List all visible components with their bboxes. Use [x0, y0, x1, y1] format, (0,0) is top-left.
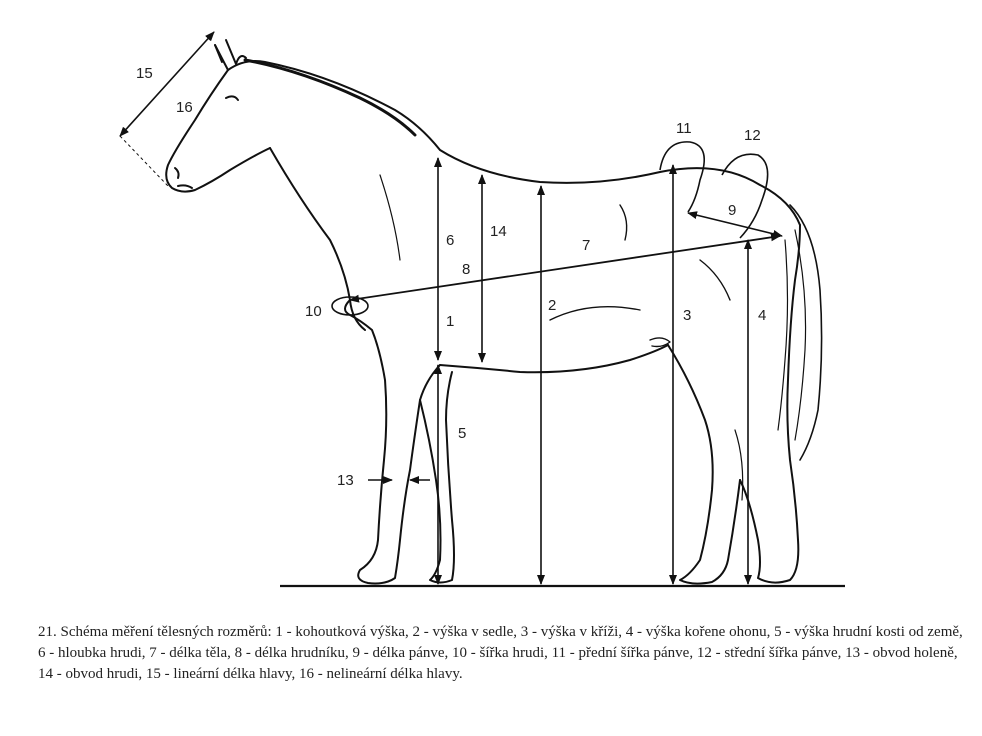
horse-measurement-diagram: 15 16 6 14 8 7 9 11 12 10 1 2 3 4 5 13: [0, 0, 982, 610]
label-11: 11: [676, 120, 692, 137]
label-12: 12: [744, 127, 761, 144]
label-9: 9: [728, 202, 736, 219]
measure-15-line: [120, 32, 214, 136]
measure-15-extension: [120, 136, 168, 186]
label-6: 6: [446, 232, 454, 249]
label-3: 3: [683, 307, 691, 324]
horse-outline: [166, 40, 821, 584]
label-14: 14: [490, 223, 507, 240]
label-2: 2: [548, 297, 556, 314]
label-1: 1: [446, 313, 454, 330]
figure-caption: 21. Schéma měření tělesných rozměrů: 1 -…: [38, 622, 968, 685]
label-4: 4: [758, 307, 766, 324]
label-16: 16: [176, 99, 193, 116]
label-5: 5: [458, 425, 466, 442]
label-8: 8: [462, 261, 470, 278]
measure-12-loop: [722, 154, 768, 238]
label-7: 7: [582, 237, 590, 254]
label-10: 10: [305, 303, 322, 320]
measure-7-line: [350, 236, 780, 300]
label-15: 15: [136, 65, 153, 82]
label-13: 13: [337, 472, 354, 489]
measure-11-loop: [660, 142, 704, 212]
